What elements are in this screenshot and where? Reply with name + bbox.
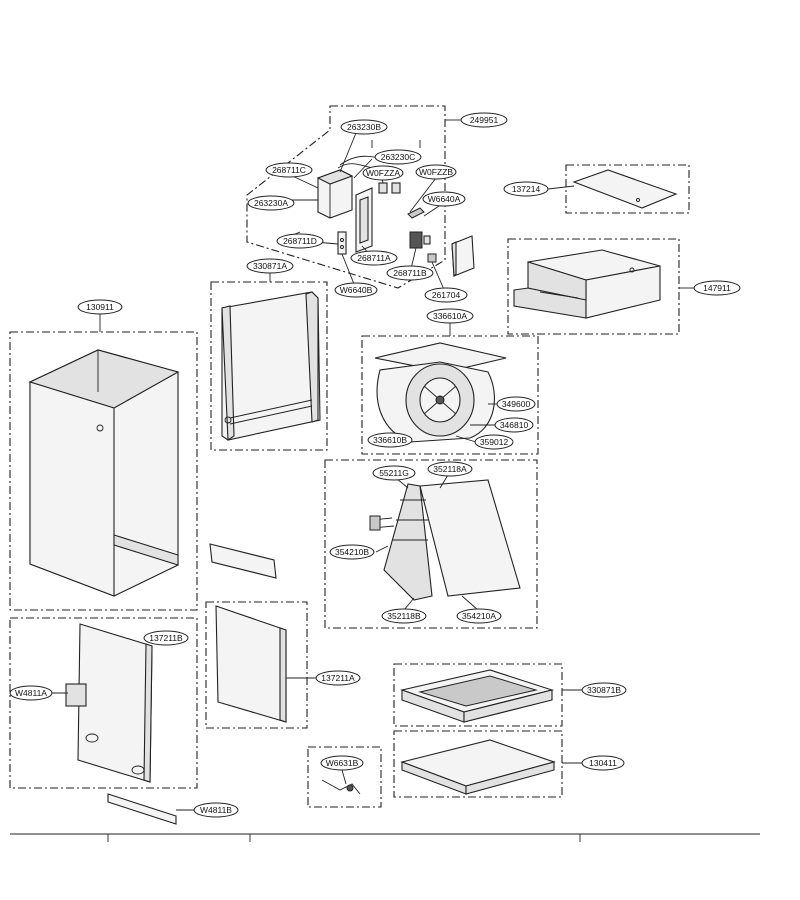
callout-label: 268711D: [283, 236, 317, 246]
blower-assembly: [361, 335, 539, 455]
base-pan: [393, 730, 563, 798]
sensor-wire: [307, 746, 382, 808]
callout-label: 268711C: [272, 165, 306, 175]
callout-label: 263230B: [347, 122, 381, 132]
callout-label: 137211A: [321, 673, 355, 683]
filter-tray: [393, 663, 563, 727]
callout-268711D: 268711D: [276, 233, 324, 249]
callout-label: 354210A: [462, 611, 496, 621]
callout-label: W0FZZA: [366, 168, 400, 178]
callout-137211A: 137211A: [315, 670, 361, 686]
callout-label: 249951: [470, 115, 499, 125]
evaporator-coil-assembly: [324, 459, 538, 629]
callout-268711C: 268711C: [265, 162, 313, 178]
callout-137211B: 137211B: [143, 630, 189, 646]
callout-label: 330871A: [253, 261, 287, 271]
callout-261704: 261704: [424, 287, 468, 303]
callout-330871B: 330871B: [581, 682, 627, 698]
callout-label: W4811A: [15, 688, 47, 698]
callout-label: W6640A: [428, 194, 461, 204]
filter-frame-assembly: [210, 281, 328, 451]
callout-354210B: 354210B: [329, 544, 375, 560]
callout-W6640B: W6640B: [334, 282, 378, 298]
callout-W4811B: W4811B: [193, 802, 239, 818]
callout-label: 330871B: [587, 685, 621, 695]
access-panel-lower: [9, 617, 198, 789]
top-cover-panel: [565, 164, 690, 214]
callout-130411: 130411: [581, 755, 625, 771]
callout-label: 346810: [500, 420, 529, 430]
callout-352118A: 352118A: [427, 461, 473, 477]
callout-336610A: 336610A: [426, 308, 474, 324]
callout-359012: 359012: [474, 434, 514, 450]
callout-label: W6631B: [326, 758, 359, 768]
callout-263230A: 263230A: [247, 195, 295, 211]
callout-label: 359012: [480, 437, 509, 447]
callout-label: 268711A: [357, 253, 391, 263]
callout-55211G: 55211G: [372, 465, 416, 481]
cabinet-shell: [9, 331, 198, 611]
callout-label: 147911: [703, 283, 731, 293]
callout-label: 261704: [432, 290, 461, 300]
callout-label: 349600: [502, 399, 531, 409]
callout-263230C: 263230C: [374, 149, 422, 165]
callout-W0FZZB: W0FZZB: [415, 164, 457, 180]
callout-W0FZZA: W0FZZA: [362, 165, 404, 181]
callout-label: 137211B: [149, 633, 183, 643]
callout-label: 263230A: [254, 198, 288, 208]
callout-label: W4811B: [200, 805, 232, 815]
callout-346810: 346810: [494, 417, 534, 433]
callout-130911: 130911: [77, 299, 123, 315]
callout-label: 263230C: [381, 152, 416, 162]
cabinet-top-assembly: [507, 238, 680, 335]
callout-W6631B: W6631B: [320, 755, 364, 771]
callout-137214: 137214: [503, 181, 549, 197]
callout-330871A: 330871A: [246, 258, 294, 274]
callout-label: 336610A: [433, 311, 467, 321]
callout-336610B: 336610B: [367, 432, 413, 448]
callout-label: 352118B: [387, 611, 421, 621]
callout-label: 354210B: [335, 547, 369, 557]
callout-label: 130911: [86, 302, 114, 312]
callout-label: 268711B: [393, 268, 427, 278]
access-panel-upper: [205, 601, 308, 729]
mounting-rail: [107, 793, 177, 825]
callout-label: 336610B: [373, 435, 407, 445]
callout-label: 55211G: [379, 468, 409, 478]
control-box-assembly: [246, 105, 475, 289]
callout-349600: 349600: [496, 396, 536, 412]
callout-352118B: 352118B: [381, 608, 427, 624]
small-bracket: [209, 543, 277, 579]
callout-147911: 147911: [693, 280, 741, 296]
callout-label: 352118A: [433, 464, 467, 474]
callout-label: W0FZZB: [419, 167, 453, 177]
table-header-rule: [10, 833, 760, 842]
callout-263230B: 263230B: [340, 119, 388, 135]
callout-W6640A: W6640A: [422, 191, 466, 207]
callout-249951: 249951: [460, 112, 508, 128]
callout-label: 130411: [589, 758, 617, 768]
callout-268711B: 268711B: [386, 265, 434, 281]
callout-W4811A: W4811A: [9, 685, 53, 701]
callout-label: W6640B: [340, 285, 373, 295]
callout-354210A: 354210A: [456, 608, 502, 624]
callout-label: 137214: [512, 184, 541, 194]
callout-268711A: 268711A: [350, 250, 398, 266]
